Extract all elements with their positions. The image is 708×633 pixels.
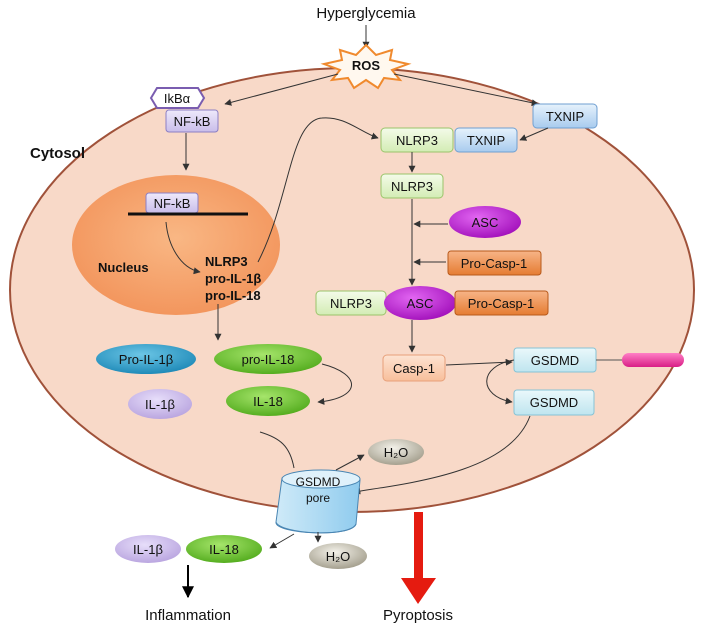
inflammasome-asc-label: ASC [407,296,434,311]
pore-label-line1: GSDMD [296,475,341,489]
nucleus-label: Nucleus [98,260,149,275]
casp1-label: Casp-1 [393,361,435,376]
il1b-oval: IL-1β [128,389,192,419]
pro-il1b-label: Pro-IL-1β [119,352,173,367]
gsdmd-cleaved-box: GSDMD [513,389,595,416]
nlrp3-mid-label: NLRP3 [391,179,433,194]
arrow-pore-to-cytokines-out [269,533,295,549]
pro-il18-oval: pro-IL-18 [214,344,322,374]
ikba-protein: IkBα [149,87,206,109]
arrow-gsdmd-to-pore [353,415,531,495]
arrow-ros-to-nfkb [224,73,339,106]
inflammasome-nlrp3-label: NLRP3 [330,296,372,311]
asc-label: ASC [472,215,499,230]
gsdmd-full-box: GSDMD [513,347,597,373]
gene-pro-il1b: pro-IL-1β [205,271,261,286]
il1b-released-label: IL-1β [133,542,163,557]
procasp1-label: Pro-Casp-1 [461,256,527,271]
il1b-label: IL-1β [145,397,175,412]
txnip-free-label: TXNIP [546,109,584,124]
txnip-free-box: TXNIP [532,103,598,129]
arrow-cytokine-cleavage [317,363,352,405]
arrow-gsdmd-cleavage [486,359,515,405]
h2o-outside-oval: H₂O [309,543,367,569]
pro-il18-label: pro-IL-18 [242,352,295,367]
arrow-casp1-to-gsdmd [445,358,513,366]
h2o-outside-label: H₂O [326,549,351,564]
nfkb-cytosol-box: NF-kB [165,109,219,133]
gene-nlrp3: NLRP3 [205,254,248,269]
pyroptosis-label: Pyroptosis [383,607,453,624]
il18-label: IL-18 [253,394,283,409]
nlrp3-mid-box: NLRP3 [380,173,444,199]
ros-label: ROS [352,58,381,73]
il1b-released-oval: IL-1β [115,535,181,563]
h2o-inside-oval: H₂O [368,439,424,465]
nucleus [72,175,280,315]
arrow-cytokines-to-pore [259,431,295,469]
gsdmd-pore: GSDMD pore [275,469,361,534]
nfkb-nucleus-label: NF-kB [154,196,191,211]
inflammasome-procasp1-label: Pro-Casp-1 [468,296,534,311]
ikba-label: IkBα [164,91,191,106]
inflammasome-complex: NLRP3 ASC Pro-Casp-1 [315,286,549,320]
cytosol-label: Cytosol [30,145,85,162]
gsdmd-full-label: GSDMD [531,353,579,368]
txnip-bound-label: TXNIP [467,133,505,148]
gsdmd-n-terminal-tag [622,353,684,367]
arrow-txnip-binding [519,127,549,141]
pro-il1b-oval: Pro-IL-1β [96,344,196,374]
nfkb-nucleus-box: NF-kB [145,192,199,214]
il18-oval: IL-18 [226,386,310,416]
arrow-transcription [165,221,201,275]
asc-oval: ASC [449,206,521,238]
arrow-nucleus-to-nlrp3 [257,117,379,263]
arrow-h2o-in [335,454,365,471]
nlrp3-complex-label: NLRP3 [396,133,438,148]
pyroptosis-arrow [401,512,436,604]
nlrp3-txnip-complex: NLRP3 TXNIP [380,127,518,153]
nfkb-cytosol-label: NF-kB [174,114,211,129]
inflammation-label: Inflammation [145,607,231,624]
arrow-ros-to-txnip [393,73,539,107]
gene-pro-il18: pro-IL-18 [205,288,261,303]
hyperglycemia-label: Hyperglycemia [316,5,416,22]
ros-starburst: ROS [320,43,412,90]
il18-released-oval: IL-18 [186,535,262,563]
il18-released-label: IL-18 [209,542,239,557]
procasp1-box: Pro-Casp-1 [447,250,542,276]
pore-label-line2: pore [306,491,330,505]
gsdmd-cleaved-label: GSDMD [530,395,578,410]
casp1-box: Casp-1 [382,354,446,382]
h2o-inside-label: H₂O [384,445,409,460]
